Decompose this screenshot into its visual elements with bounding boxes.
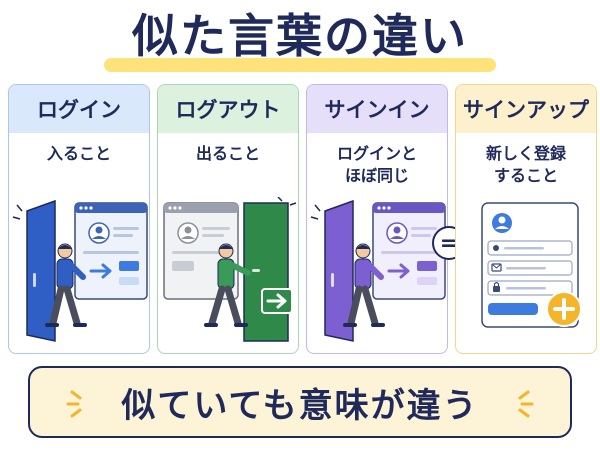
page-title: 似た言葉の違い: [132, 9, 468, 63]
person-walking-icon: [204, 243, 251, 327]
signup-illustration: [481, 202, 582, 328]
summary-text: 似ていても意味が違う: [121, 385, 479, 426]
plus-circle-icon: [546, 291, 582, 327]
card-logout-heading: ログアウト: [158, 85, 298, 133]
card-signup: サインアップ 新しく登録 すること: [455, 84, 597, 354]
title-highlight: [104, 58, 496, 72]
card-login-heading: ログイン: [9, 85, 149, 133]
browser-window-icon: [372, 202, 446, 300]
open-door-icon: [12, 199, 56, 342]
person-walking-icon: [45, 243, 87, 327]
arrow-right-icon: [89, 263, 112, 279]
card-signin-description: ログインと ほぼ同じ: [336, 144, 417, 185]
card-logout-description: 出ること: [195, 144, 260, 163]
green-door-icon: [243, 197, 297, 342]
sparkle-left-icon: [66, 390, 82, 418]
arrow-right-icon: [387, 263, 410, 279]
open-door-icon: [310, 199, 354, 342]
logout-illustration: [163, 197, 297, 342]
card-logout: ログアウト 出ること: [157, 84, 299, 354]
sparkle-right-icon: [518, 390, 534, 418]
signin-illustration: [310, 199, 446, 342]
exit-arrow-icon: [261, 288, 293, 314]
card-login-description: 入ること: [46, 144, 111, 163]
card-signin-heading: サインイン: [307, 85, 447, 133]
card-signup-heading: サインアップ: [456, 85, 596, 133]
card-signin: サインイン ログインと ほぼ同じ: [306, 84, 448, 354]
card-login: ログイン 入ること: [8, 84, 150, 354]
summary-banner: 似ていても意味が違う: [28, 366, 572, 438]
login-illustration: [12, 199, 148, 342]
person-walking-icon: [343, 243, 385, 327]
title-area: 似た言葉の違い: [0, 6, 600, 72]
browser-window-icon: [74, 202, 148, 300]
card-signup-description: 新しく登録 すること: [485, 144, 566, 185]
